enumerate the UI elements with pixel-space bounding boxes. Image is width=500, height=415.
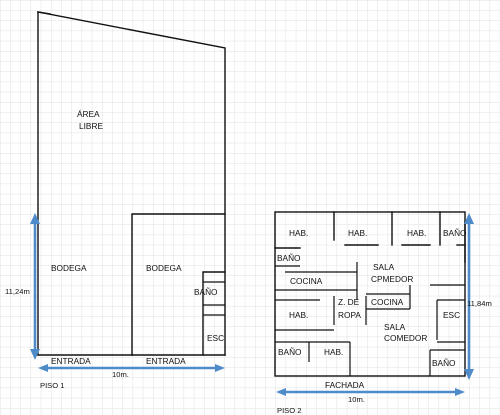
floor2-width-label: 10m.	[348, 395, 365, 404]
floor1-bano-wall	[202, 271, 226, 356]
floor2-bano-bottom-right-label: BAÑO	[432, 358, 456, 368]
floor1-bodega-right-label: BODEGA	[146, 263, 182, 273]
floor1-height-arrow-top	[30, 213, 40, 224]
floor2-bano-bottom-left-label: BAÑO	[278, 347, 302, 357]
floor1-area-libre-label-2: LIBRE	[79, 121, 103, 131]
floor2-title: PISO 2	[277, 406, 301, 415]
floor1-entrada-right-label: ENTRADA	[146, 356, 186, 366]
floor2-sala2-label: SALA	[384, 322, 406, 332]
floor1-height-arrow-bottom	[30, 349, 40, 360]
floor1-width-label: 10m.	[112, 370, 129, 379]
floor1-top-wall-tick	[37, 11, 51, 15]
floor2-height-label: 11,84m	[467, 299, 492, 308]
floor2-height-arrow-top	[464, 213, 474, 224]
floor1-area-libre-label: ÁREA	[77, 109, 100, 119]
floor2-zropa-label: Z. DE	[338, 297, 360, 307]
floor1-bodega-left-label: BODEGA	[51, 263, 87, 273]
floor1-title: PISO 1	[40, 381, 64, 390]
floor2-bano-left-label: BAÑO	[277, 253, 301, 263]
floor2-cocina-left-label: COCINA	[290, 276, 323, 286]
floor1-plan: ÁREA LIBRE BODEGA BODEGA BAÑO ESC ENTRAD…	[5, 11, 226, 390]
floor2-fachada-label: FACHADA	[325, 380, 365, 390]
floor1-entrada-left-label: ENTRADA	[51, 356, 91, 366]
floor2-cocina-center-label: COCINA	[371, 297, 404, 307]
floor2-hab2-label: HAB.	[348, 228, 367, 238]
floor2-outer-wall	[274, 211, 466, 377]
floor1-esc-label: ESC	[207, 333, 224, 343]
floor1-bodega-wall	[131, 213, 226, 356]
floor1-width-arrow-left	[38, 364, 48, 372]
floor2-sala-label-2: CPMEDOR	[371, 274, 413, 284]
floor2-sala-label: SALA	[373, 262, 395, 272]
floor2-esc-label: ESC	[443, 310, 460, 320]
floor2-hab3-label: HAB.	[407, 228, 426, 238]
floor2-height-arrow-bottom	[464, 369, 474, 380]
floor2-hab-bottom-label: HAB.	[324, 347, 343, 357]
floor1-height-label: 11,24m	[5, 287, 30, 296]
floor2-zropa-label-2: ROPA	[338, 310, 361, 320]
floor2-width-arrow-right	[455, 388, 465, 396]
floor2-plan: HAB. HAB. HAB. BAÑO BAÑO SALA CPMEDOR CO…	[274, 211, 492, 415]
floor2-sala2-label-2: COMEDOR	[384, 333, 427, 343]
floor2-width-arrow-left	[276, 388, 286, 396]
floor2-hab1-label: HAB.	[289, 228, 308, 238]
floor1-width-arrow-right	[215, 364, 225, 372]
floor2-bano-top-label: BAÑO	[443, 228, 467, 238]
floor1-outer-wall	[37, 11, 226, 356]
floor1-bano-label: BAÑO	[194, 287, 218, 297]
floor2-hab-mid-label: HAB.	[289, 310, 308, 320]
